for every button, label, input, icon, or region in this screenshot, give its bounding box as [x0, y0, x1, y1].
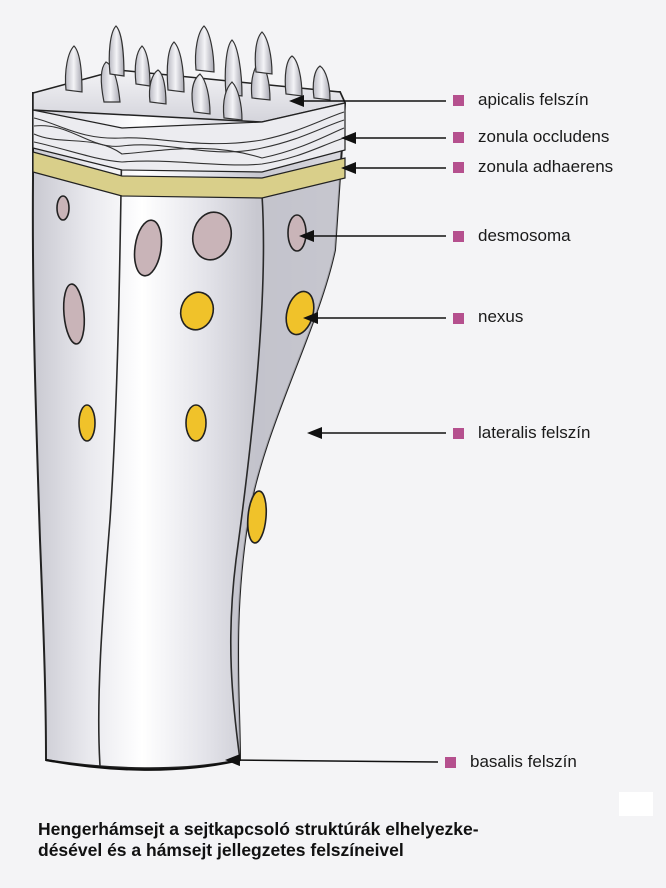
caption-line-1: Hengerhámsejt a sejtkapcsoló struktúrák … [38, 819, 658, 840]
caption-line-2: désével és a hámsejt jellegzetes felszín… [38, 840, 658, 861]
label-nexus: nexus [478, 307, 523, 327]
label-zonula-occludens: zonula occludens [478, 127, 609, 147]
bullet-square [453, 132, 464, 143]
label-lateral-surface: lateralis felszín [478, 423, 590, 443]
label-basal-surface: basalis felszín [470, 752, 577, 772]
bullet-square [453, 95, 464, 106]
label-zonula-adhaerens: zonula adhaerens [478, 157, 613, 177]
bullet-square [445, 757, 456, 768]
bullet-square [453, 428, 464, 439]
white-corner-patch [619, 792, 653, 816]
figure-caption: Hengerhámsejt a sejtkapcsoló struktúrák … [38, 819, 658, 861]
bullet-square [453, 162, 464, 173]
label-apical-surface: apicalis felszín [478, 90, 589, 110]
bullet-square [453, 313, 464, 324]
bullet-square [453, 231, 464, 242]
label-desmosome: desmosoma [478, 226, 571, 246]
